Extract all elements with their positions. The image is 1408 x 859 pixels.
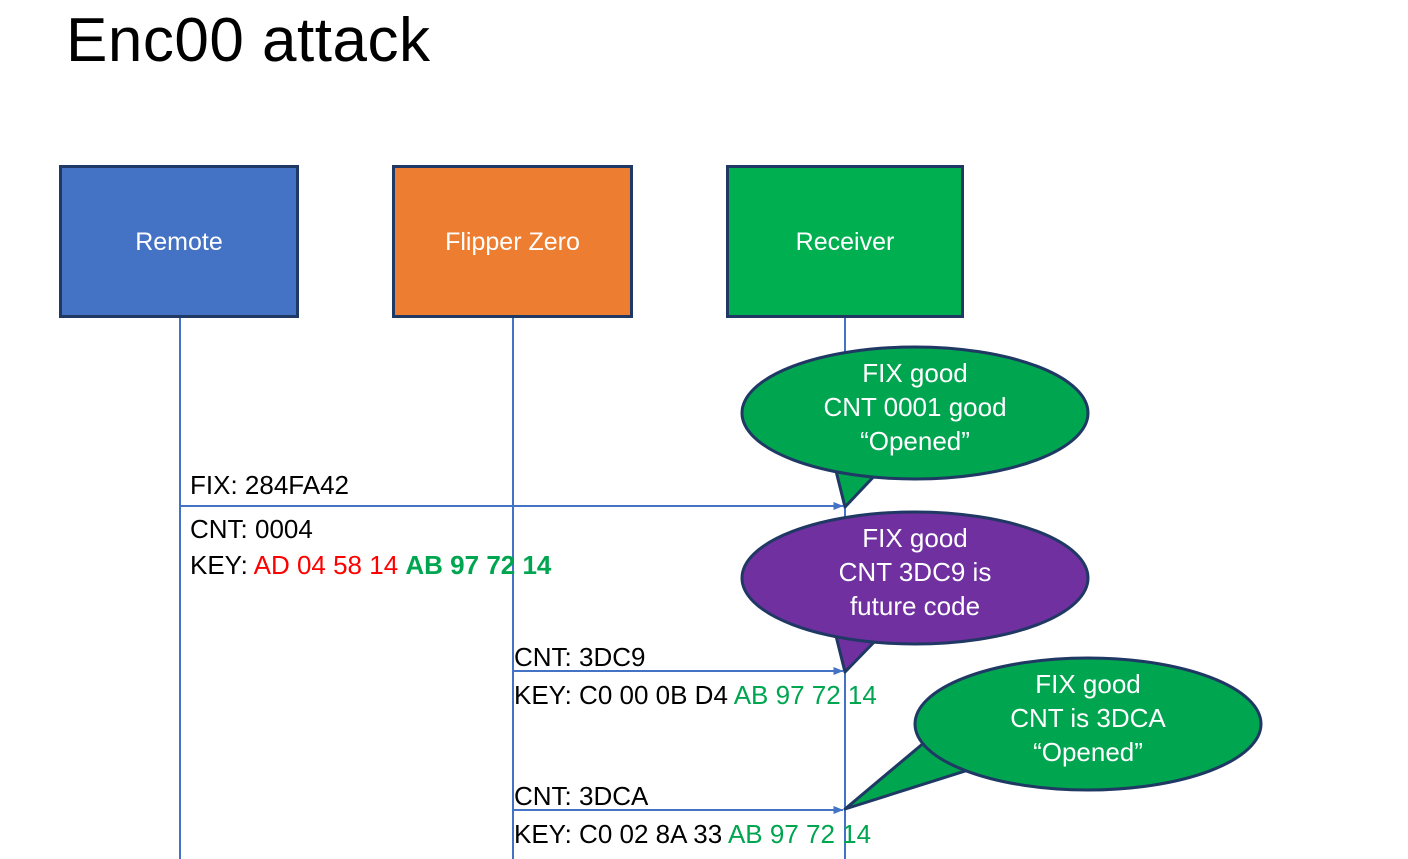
callout-2-line-2: CNT 3DC9 is <box>838 557 992 587</box>
actor-label-receiver: Receiver <box>795 227 895 256</box>
callout-3-line-3: “Opened” <box>1033 737 1143 767</box>
page-title: Enc00 attack <box>66 6 431 75</box>
actor-box-flipper[interactable]: Flipper Zero <box>392 165 633 318</box>
callout-1-line-1: FIX good <box>862 358 968 388</box>
callout-3-line-2: CNT is 3DCA <box>1010 703 1166 733</box>
callout-3-text: FIX good CNT is 3DCA “Opened” <box>915 667 1261 769</box>
actor-label-flipper: Flipper Zero <box>445 227 580 256</box>
callout-2-line-3: future code <box>849 591 981 621</box>
message-1-key-green: AB 97 72 14 <box>405 550 552 580</box>
callout-2-text: FIX good CNT 3DC9 is future code <box>742 521 1088 623</box>
message-3-key-label: KEY: C0 02 8A 33 AB 97 72 14 <box>514 817 871 851</box>
callout-2-line-1: FIX good <box>862 523 968 553</box>
actor-label-remote: Remote <box>135 227 223 256</box>
message-1-key-red: AD 04 58 14 <box>253 550 399 580</box>
actor-box-receiver[interactable]: Receiver <box>726 165 964 318</box>
message-2-key-prefix: KEY: C0 00 0B D4 <box>514 680 734 710</box>
message-3-cnt-label: CNT: 3DCA <box>514 779 648 813</box>
message-3-key-prefix: KEY: C0 02 8A 33 <box>514 819 728 849</box>
message-1-key-prefix: KEY: <box>190 550 254 580</box>
message-3-cnt-text: CNT: 3DCA <box>514 781 649 811</box>
callout-1-line-2: CNT 0001 good <box>823 392 1007 422</box>
message-2-cnt-text: CNT: 3DC9 <box>514 642 646 672</box>
message-2-key-label: KEY: C0 00 0B D4 AB 97 72 14 <box>514 678 877 712</box>
callout-3-line-1: FIX good <box>1035 669 1141 699</box>
message-2-key-green: AB 97 72 14 <box>733 680 877 710</box>
message-1-cnt-prefix: CNT: <box>190 514 255 544</box>
message-1-key-label: KEY: AD 04 58 14 AB 97 72 14 <box>190 548 551 582</box>
message-1-fix-text: FIX: 284FA42 <box>190 470 349 500</box>
actor-box-remote[interactable]: Remote <box>59 165 299 318</box>
callout-bubble-2 <box>740 510 1090 674</box>
callout-1-text: FIX good CNT 0001 good “Opened” <box>742 356 1088 458</box>
callout-1-line-3: “Opened” <box>860 426 970 456</box>
message-1-fix-label: FIX: 284FA42 <box>190 468 349 502</box>
callout-bubble-3 <box>843 656 1263 811</box>
message-1-cnt-label: CNT: 0004 <box>190 512 313 546</box>
message-3-key-green: AB 97 72 14 <box>727 819 872 849</box>
message-1-cnt-value: 0004 <box>255 514 313 544</box>
callout-bubble-1 <box>740 345 1090 509</box>
message-2-cnt-label: CNT: 3DC9 <box>514 640 645 674</box>
